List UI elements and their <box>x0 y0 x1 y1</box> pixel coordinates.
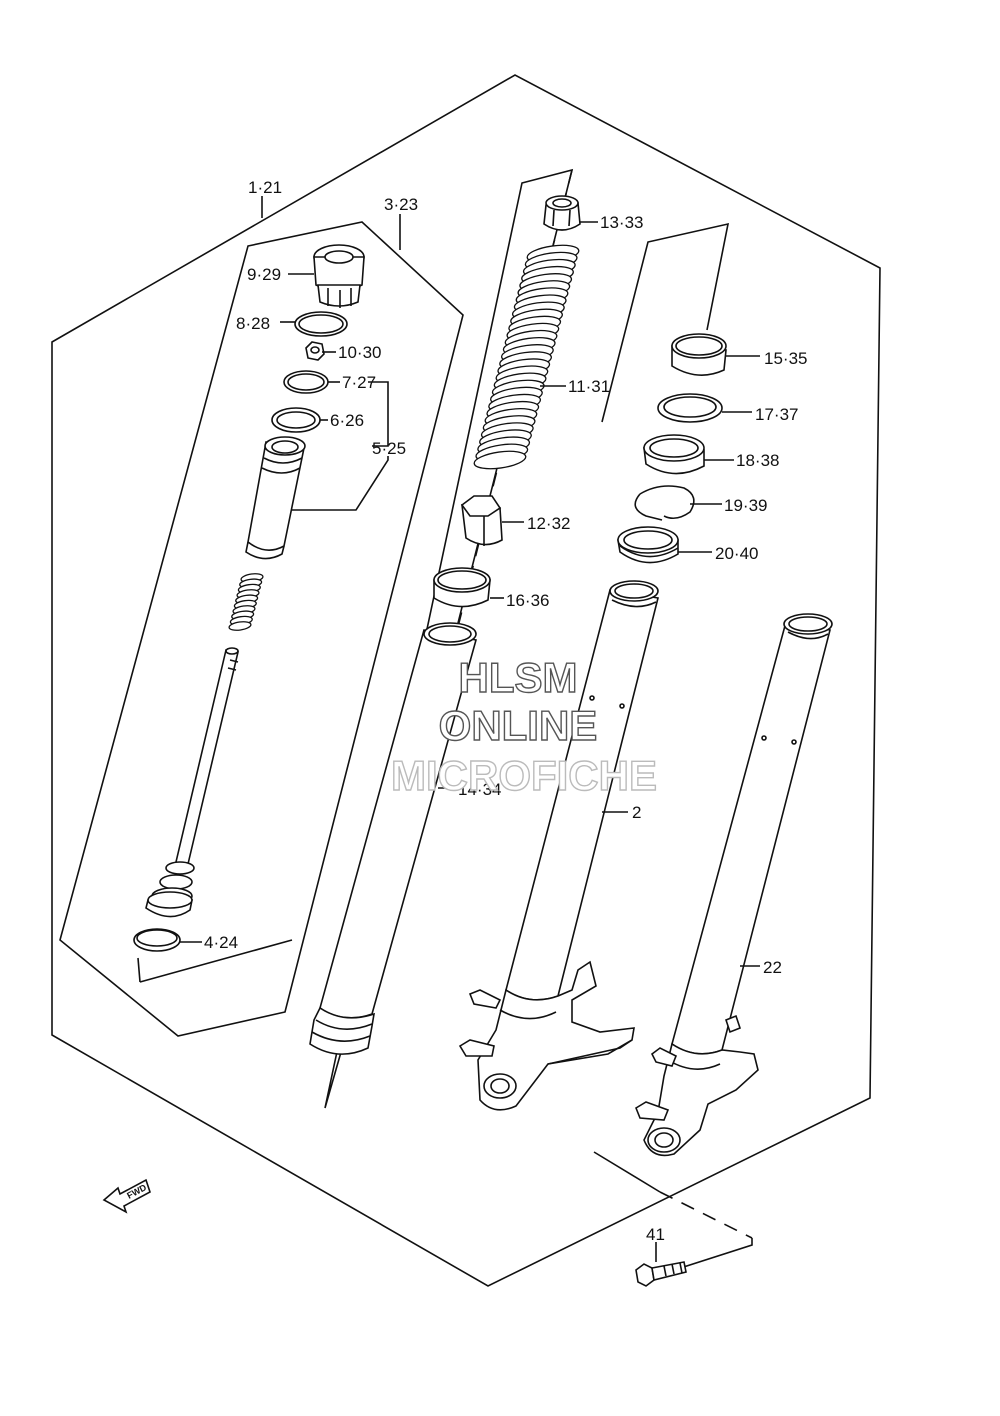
o-ring-part <box>294 311 348 337</box>
callout-10-30: 10·30 <box>338 343 381 362</box>
axle-pinch-bolt-part <box>635 1261 687 1287</box>
watermark-line-2: ONLINE <box>439 702 598 749</box>
seal-washer-part <box>657 393 723 423</box>
outer-tube-right-part <box>635 613 833 1157</box>
piston-ring-part <box>133 928 181 952</box>
callout-11-31: 11·31 <box>568 377 610 396</box>
cartridge-cylinder-part <box>245 436 306 560</box>
inner-tube-part <box>309 622 478 1055</box>
main-fork-spring-part <box>473 244 580 470</box>
callout-1-21: 1·21 <box>248 178 282 197</box>
callout-4-24: 4·24 <box>204 933 238 952</box>
callout-9-29: 9·29 <box>247 265 281 284</box>
callout-13-33: 13·33 <box>600 213 643 232</box>
callout-17-37: 17·37 <box>755 405 798 424</box>
rebound-spring-part <box>228 573 264 631</box>
outer-tube-left-part <box>458 580 659 1111</box>
callout-2: 2 <box>632 803 641 822</box>
outer-assembly-boundary <box>51 74 881 1287</box>
fork-cap-bolt-part <box>313 244 365 308</box>
callout-41: 41 <box>646 1225 665 1244</box>
callout-6-26: 6·26 <box>330 411 364 430</box>
snap-ring-part <box>634 485 695 521</box>
forward-direction-arrow-icon: FWD <box>102 1178 151 1214</box>
oil-seal-part <box>643 434 705 475</box>
callout-5-25: 5·25 <box>372 439 406 458</box>
cartridge-assembly-boundary <box>59 221 464 1037</box>
spring-spacer-cap-part <box>543 195 581 231</box>
callout-22: 22 <box>763 958 782 977</box>
spring-collar-part <box>460 495 503 546</box>
callout-20-40: 20·40 <box>715 544 758 563</box>
leader-lines <box>180 196 760 1262</box>
watermark: HLSM ONLINE MICROFICHE <box>390 653 657 799</box>
watermark-line-3: MICROFICHE <box>391 752 657 799</box>
callout-19-39: 19·39 <box>724 496 767 515</box>
callout-15-35: 15·35 <box>764 349 807 368</box>
damper-rod-part <box>145 647 239 918</box>
callout-18-38: 18·38 <box>736 451 779 470</box>
guide-bushing-part <box>433 567 491 608</box>
dust-seal-part <box>617 526 679 564</box>
lock-nut-part <box>305 341 325 361</box>
outer-tube-assembly-boundary <box>601 222 730 423</box>
slide-bushing-part <box>671 333 727 376</box>
callout-8-28: 8·28 <box>236 314 270 333</box>
watermark-line-1: HLSM <box>459 654 578 701</box>
callout-7-27: 7·27 <box>342 373 376 392</box>
callout-14-34: 14·34 <box>458 780 501 799</box>
callout-16-36: 16·36 <box>506 591 549 610</box>
callout-12-32: 12·32 <box>527 514 570 533</box>
callout-3-23: 3·23 <box>384 195 418 214</box>
